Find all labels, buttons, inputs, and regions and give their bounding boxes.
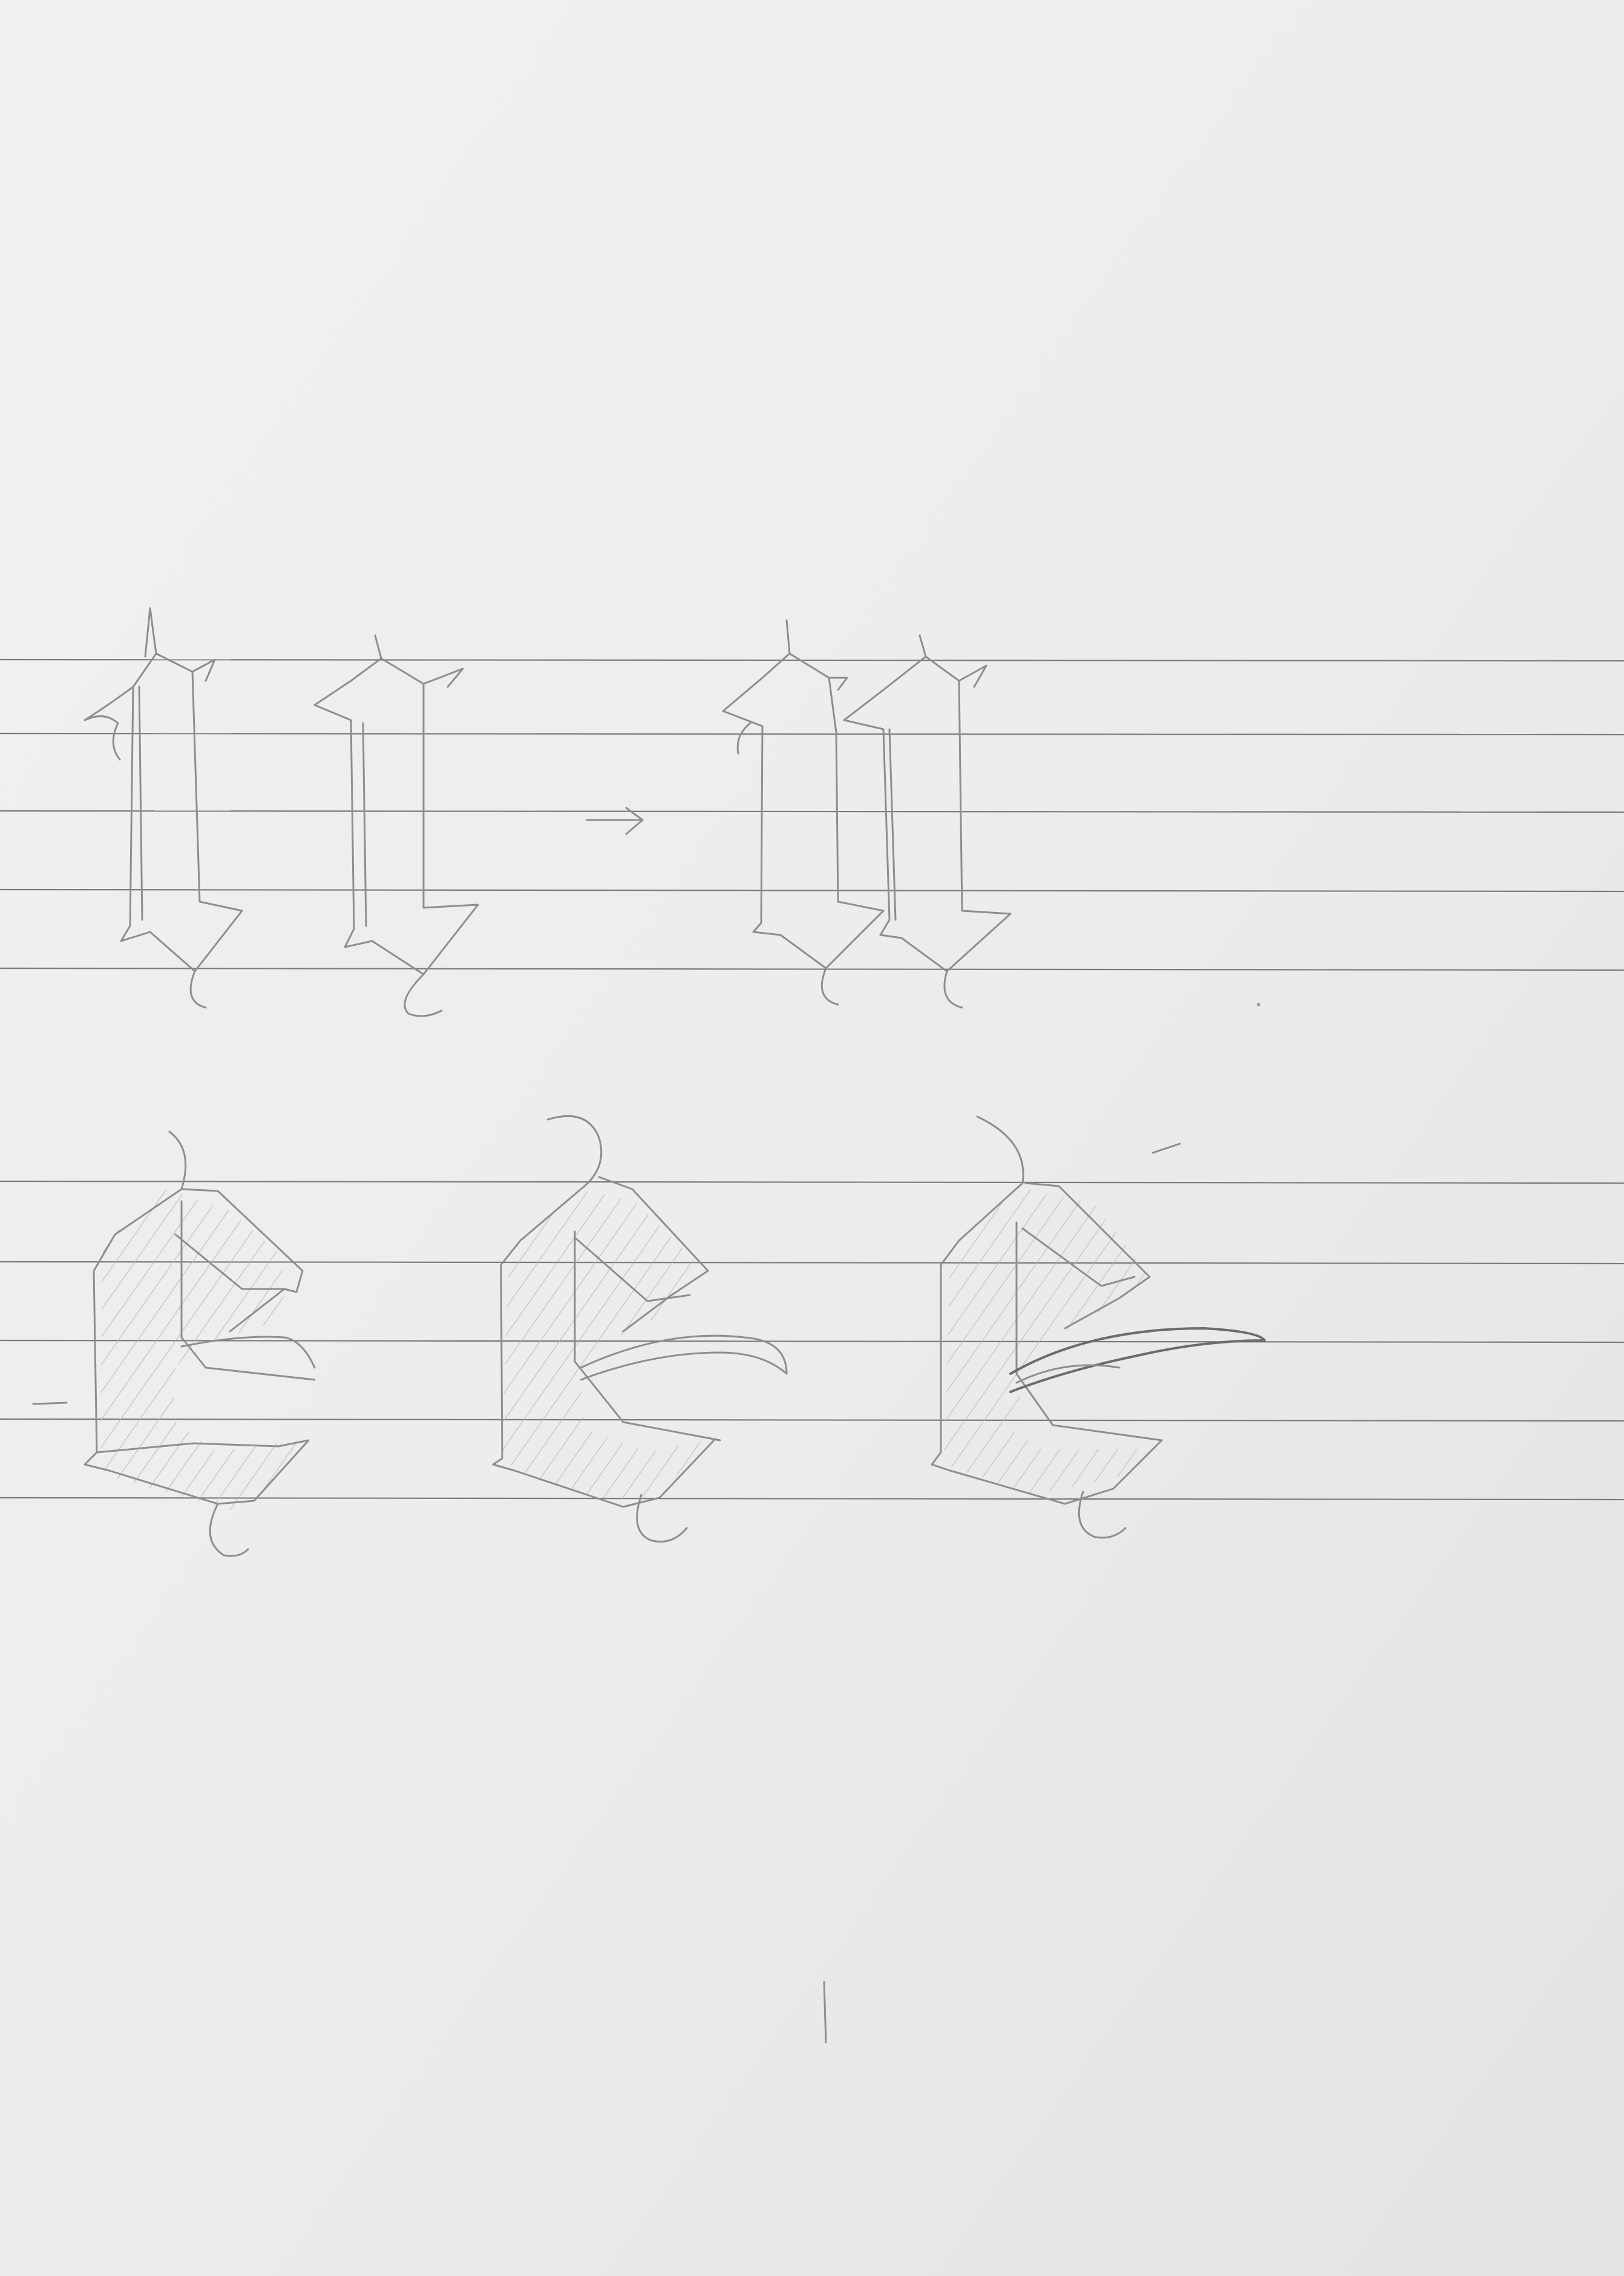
sketch-stem-pair-1: [83, 607, 479, 1017]
guide-line: [0, 888, 1624, 893]
sketch-gothic-n: [722, 619, 1012, 1009]
guide-line: [0, 658, 1624, 662]
sketch-gothic-e-3: [931, 1115, 1266, 1539]
guide-line: [0, 810, 1624, 813]
arrow-icon: [586, 807, 644, 835]
guide-line: [0, 1180, 1624, 1184]
guide-line: [0, 1497, 1624, 1501]
sketch-gothic-e-1: [83, 1130, 316, 1557]
guide-line: [0, 1418, 1624, 1422]
stray-marks: [32, 1003, 1260, 2044]
guide-line: [0, 732, 1624, 736]
sketch-gothic-e-2: [492, 1115, 788, 1543]
guide-line: [0, 1339, 1624, 1343]
guide-line: [0, 967, 1624, 971]
